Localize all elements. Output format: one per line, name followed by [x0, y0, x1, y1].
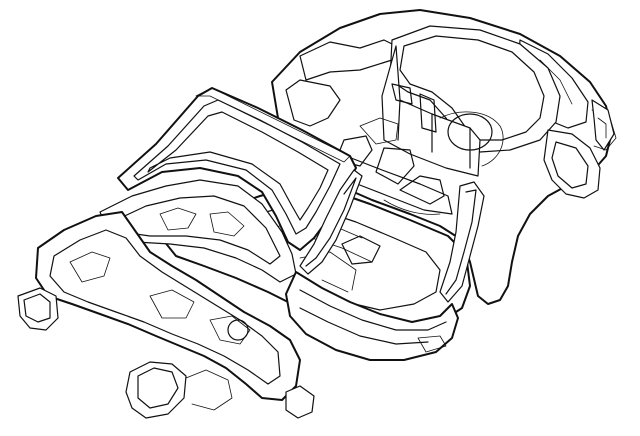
rocker-panel: [285, 271, 459, 361]
rear-panel: [591, 99, 615, 151]
rear-bulkhead: [381, 45, 504, 177]
trunk-opening: [389, 25, 561, 153]
a-pillar: [299, 169, 485, 303]
front-apron: [35, 211, 301, 401]
front-rail: [17, 287, 315, 419]
rear-wheel-arch: [543, 109, 617, 199]
